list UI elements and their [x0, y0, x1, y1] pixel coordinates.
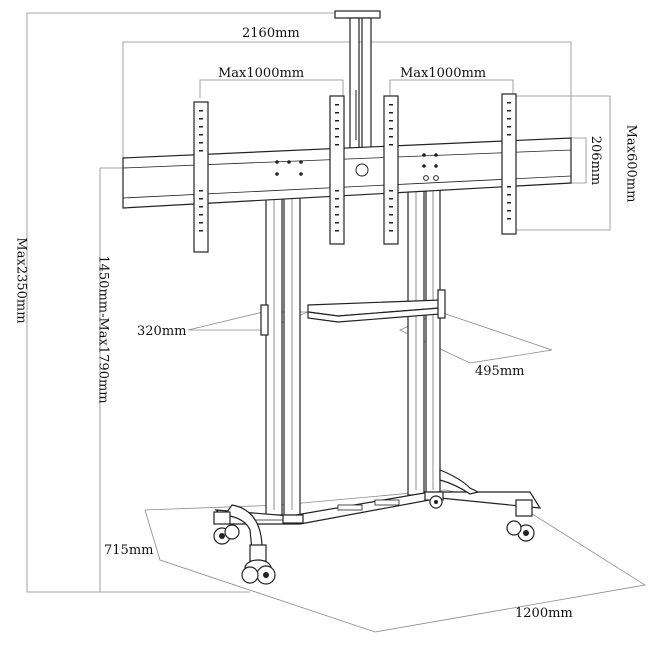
vesa-brackets	[193, 93, 517, 253]
base-width-label: 1200mm	[515, 606, 573, 621]
bracket-1	[193, 101, 209, 253]
overall-width-label: 2160mm	[242, 26, 300, 41]
overall-height-label: Max2350mm	[13, 237, 29, 324]
caster-back-left	[213, 511, 240, 545]
bracket-height-label: Max600mm	[623, 124, 639, 203]
caster-right	[506, 499, 535, 542]
caster-rear	[429, 495, 443, 509]
base-depth-label: 715mm	[104, 543, 154, 558]
casters	[213, 495, 535, 585]
shelf	[260, 289, 446, 336]
mount-height-label: 1450mm-Max1790mm	[95, 255, 111, 404]
shelf-depth-label: 320mm	[137, 324, 187, 339]
base-frame	[214, 469, 542, 551]
vertical-columns	[265, 184, 441, 516]
crossbar-height-label: 206mm	[588, 135, 604, 186]
dimension-lines	[26, 12, 647, 633]
shelf-width-label: 495mm	[475, 364, 525, 379]
bracket-3	[383, 95, 399, 245]
bracket-2	[329, 95, 345, 245]
bracket-right-width-label: Max1000mm	[400, 66, 487, 81]
caster-front-left	[241, 544, 276, 585]
bracket-left-width-label: Max1000mm	[218, 66, 305, 81]
bracket-4	[501, 93, 517, 235]
